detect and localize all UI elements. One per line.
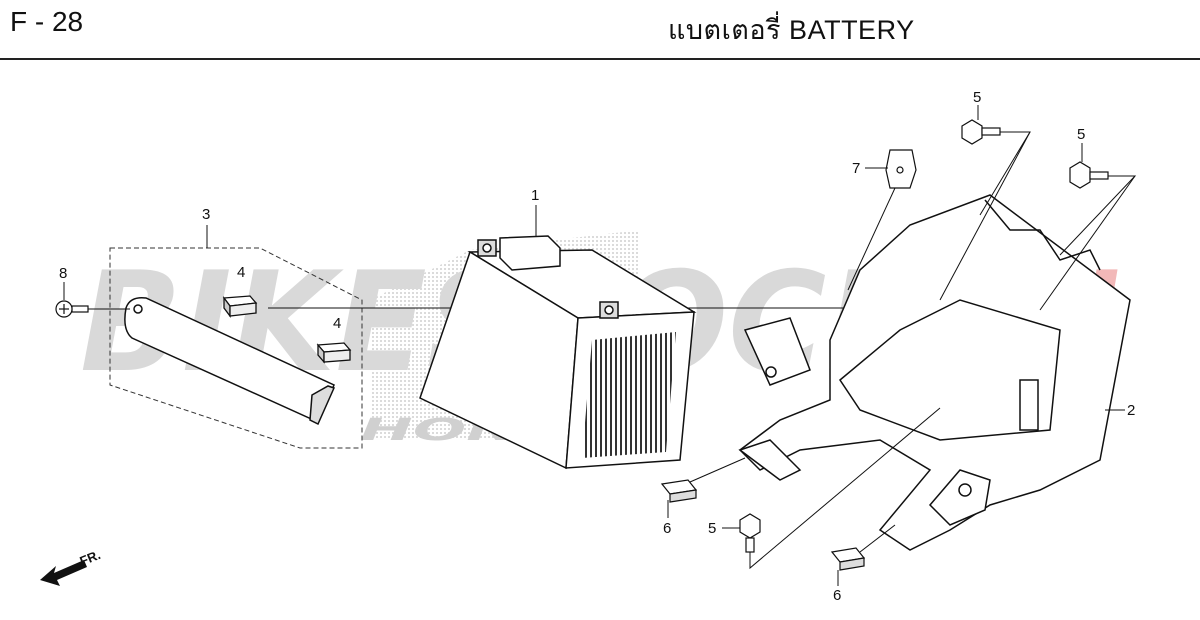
- callout-bolt-top-left: 5: [973, 89, 981, 106]
- page-code: F - 28: [10, 6, 84, 37]
- clip-right-fan: [859, 524, 896, 553]
- screw-8: [55, 300, 89, 318]
- callout-cushion-a: 4: [237, 264, 245, 281]
- bolt-top-left-fan: [979, 131, 1031, 216]
- battery: [419, 235, 697, 470]
- front-arrow-icon: [40, 560, 87, 586]
- callout-cushion-b: 4: [333, 315, 341, 332]
- clip-left-fan: [689, 457, 746, 483]
- front-arrow: FR.: [40, 547, 103, 586]
- bolt-bottom-fan: [749, 407, 941, 570]
- callout-battery: 1: [531, 187, 539, 204]
- callout-battery-band: 3: [202, 206, 210, 223]
- battery-box: [738, 194, 1131, 551]
- callout-clip-top: 7: [852, 160, 860, 177]
- callout-clip-left: 6: [663, 520, 671, 537]
- header-divider: [0, 58, 1200, 60]
- callout-bolt-bottom: 5: [708, 520, 716, 537]
- callout-battery-box: 2: [1127, 402, 1135, 419]
- clip-top-fan: [847, 187, 896, 291]
- callout-clip-right: 6: [833, 587, 841, 604]
- page-title: แบตเตอรี่ BATTERY: [668, 15, 915, 45]
- bolt-top-left-fan2: [939, 131, 1031, 301]
- bolt-bottom: [739, 513, 761, 553]
- clip-top: [885, 149, 917, 189]
- clip-right: [830, 547, 866, 571]
- clip-left: [660, 479, 698, 503]
- bolt-top-right-fan2: [1039, 175, 1136, 311]
- battery-band: [124, 296, 336, 426]
- front-arrow-label: FR.: [78, 547, 103, 569]
- band-group-frame: [109, 247, 363, 449]
- callout-bolt-top-right: 5: [1077, 126, 1085, 143]
- callout-screw: 8: [59, 265, 67, 282]
- cushion-bottom: [316, 342, 352, 364]
- cushion-top: [222, 295, 258, 318]
- bolt-top-left: [961, 119, 1001, 145]
- bolt-top-right: [1069, 161, 1109, 189]
